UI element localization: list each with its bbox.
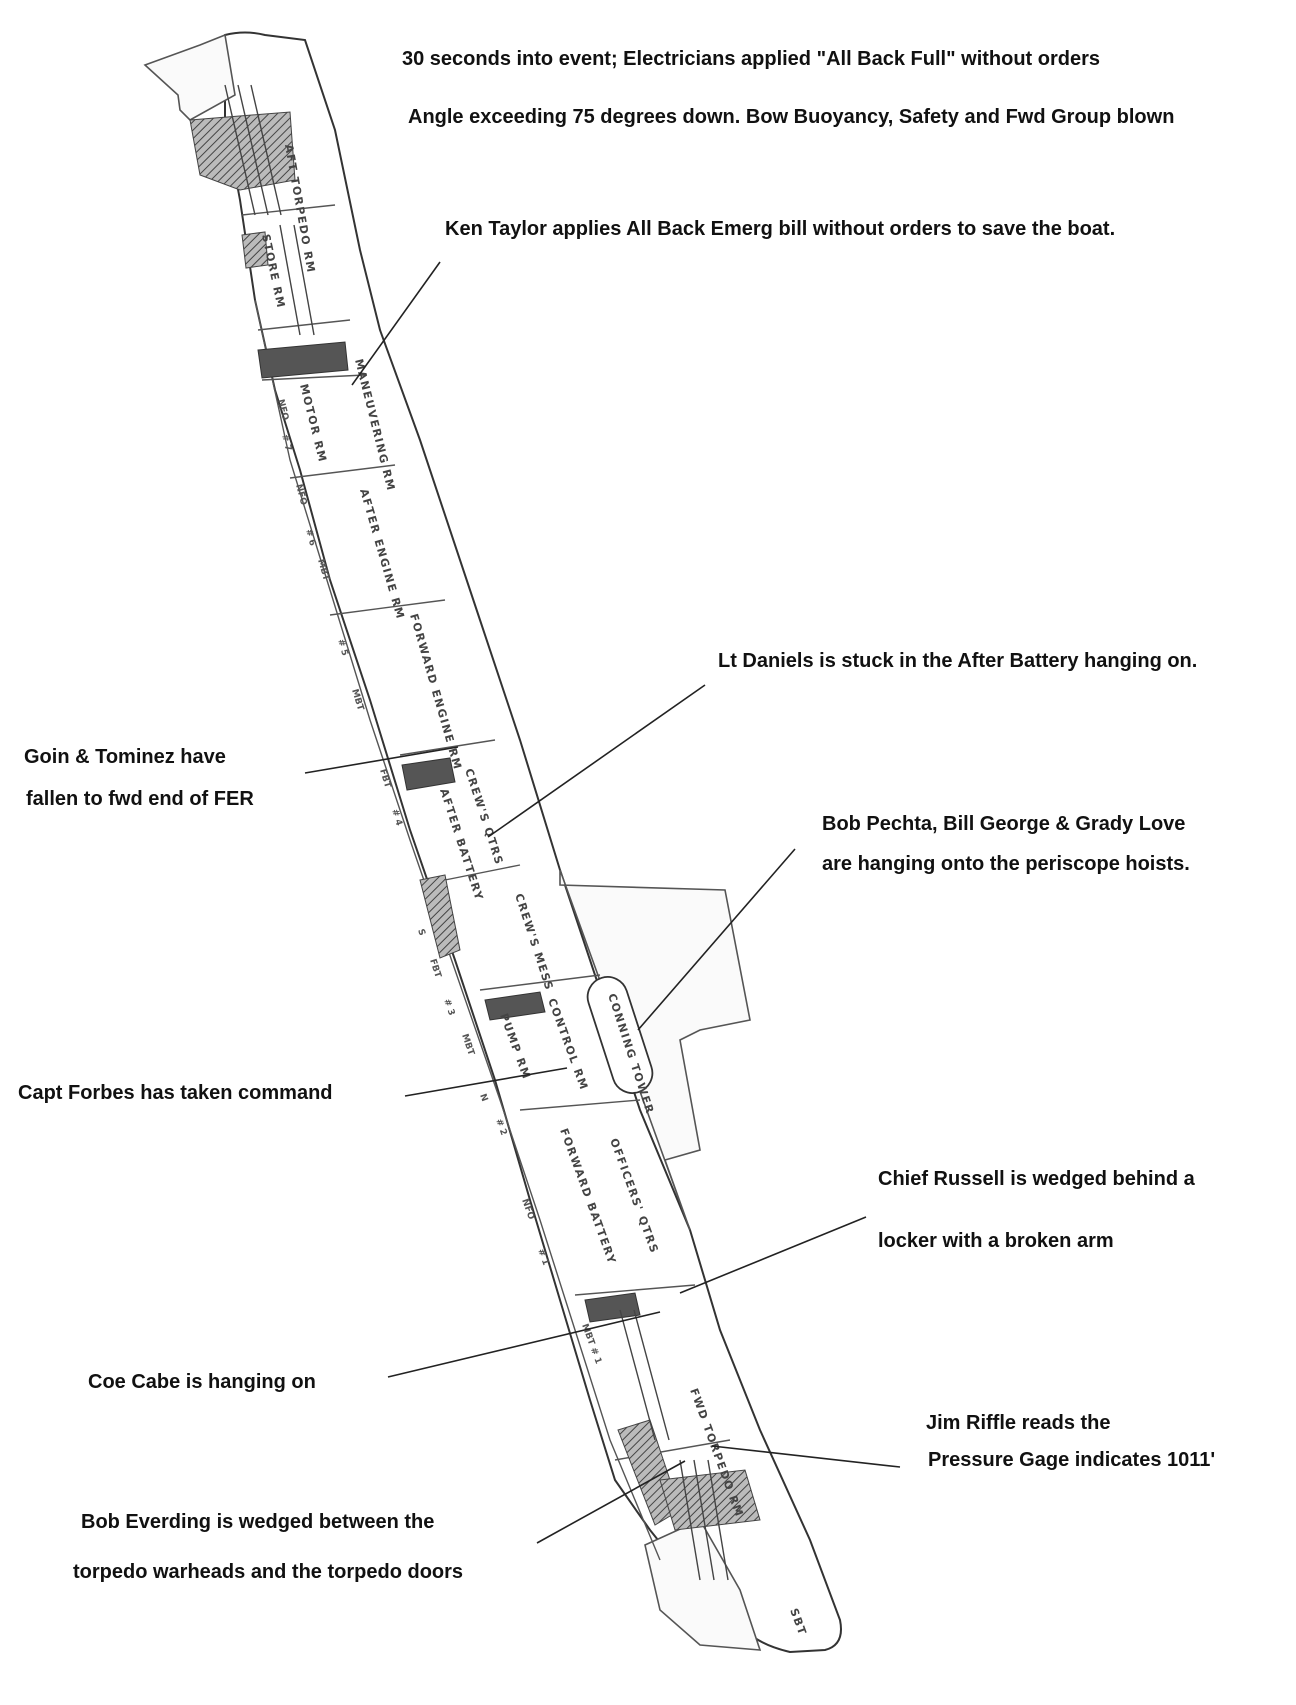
leader-lines [304,261,901,1544]
annotation-pechta-line1: Bob Pechta, Bill George & Grady Love [822,813,1186,835]
annotation-pechta-line2: are hanging onto the periscope hoists. [822,853,1190,875]
stern-fin [143,33,236,121]
tank-label: # 3 [441,998,456,1017]
leader-everding [536,1460,686,1544]
annotation-russell-line2: locker with a broken arm [878,1230,1114,1252]
sail-outline [559,869,751,1231]
leader-russell [679,1216,867,1294]
annotation-goin-line1: Goin & Tominez have [24,746,226,768]
tank-label: S [415,928,427,937]
annotation-everding-line1: Bob Everding is wedged between the [81,1511,435,1533]
leader-pechta [637,848,796,1031]
tank-label: MBT [459,1033,476,1058]
hull-outline [143,31,842,1654]
torpedo-tubes [224,84,729,1581]
annotation-riffle-line2: Pressure Gage indicates 1011' [928,1449,1216,1471]
annotation-coe-cabe: Coe Cabe is hanging on [88,1371,316,1393]
tank-label: # 7 [279,433,293,452]
bulkheads [241,204,731,1461]
keel-line [254,299,661,1561]
hatched-areas [189,111,761,1531]
annotation-lt-daniels: Lt Daniels is stuck in the After Battery… [718,650,1198,672]
leader-forbes [404,1067,568,1097]
tank-label: MBT [349,688,365,713]
leader-ken-taylor [351,261,441,386]
annotation-riffle-line1: Jim Riffle reads the [926,1412,1111,1434]
annotation-ken-taylor: Ken Taylor applies All Back Emerg bill w… [445,218,1116,240]
tank-label: N [477,1093,489,1104]
leader-coe-cabe [387,1311,661,1378]
leader-lt-daniels [487,684,706,838]
annotation-event-time: 30 seconds into event; Electricians appl… [402,48,1101,70]
tank-label: # 6 [303,528,317,547]
annotation-russell-line1: Chief Russell is wedged behind a [878,1168,1195,1190]
tank-label: FBT [377,768,392,790]
tank-label: # 4 [389,808,404,827]
tank-label: # 5 [335,638,349,657]
bulkhead-bands [257,341,641,1323]
annotation-angle: Angle exceeding 75 degrees down. Bow Buo… [408,106,1175,128]
annotation-goin-line2: fallen to fwd end of FER [26,788,254,810]
leader-goin [304,746,459,774]
annotation-everding-line2: torpedo warheads and the torpedo doors [73,1561,464,1583]
annotation-forbes: Capt Forbes has taken command [18,1082,333,1104]
tank-label: FBT [427,958,443,980]
leader-riffle [711,1445,901,1468]
